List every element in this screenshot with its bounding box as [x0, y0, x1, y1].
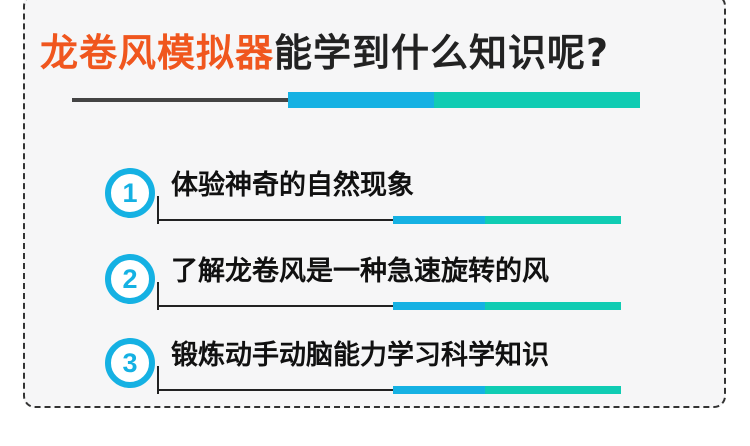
item-underline-teal — [485, 216, 621, 224]
item-divider — [157, 366, 159, 394]
item-underline-dark — [159, 389, 393, 391]
list-item-text-2: 了解龙卷风是一种急速旋转的风 — [171, 256, 549, 287]
item-underline-teal — [485, 386, 621, 394]
number-badge-3: 3 — [105, 338, 155, 388]
item-divider — [157, 196, 159, 224]
item-underline-blue — [393, 386, 485, 394]
list-item-text-3: 锻炼动手动脑能力学习科学知识 — [171, 340, 549, 371]
item-underline-dark — [159, 219, 393, 221]
item-divider — [157, 282, 159, 310]
item-underline-blue — [393, 302, 485, 310]
item-underline-dark — [159, 305, 393, 307]
number-badge-2: 2 — [105, 254, 155, 304]
list-item-text-1: 体验神奇的自然现象 — [171, 170, 414, 201]
item-underline-teal — [485, 302, 621, 310]
title-underline-blue — [288, 92, 434, 108]
number-badge-1: 1 — [105, 168, 155, 218]
title-rest: 能学到什么知识呢? — [274, 31, 610, 75]
title-accent: 龙卷风模拟器 — [40, 31, 275, 75]
title-underline-dark — [72, 98, 288, 102]
title-underline — [72, 92, 640, 108]
page-title: 龙卷风模拟器能学到什么知识呢? — [40, 31, 610, 75]
title-underline-teal — [434, 92, 640, 108]
item-underline-blue — [393, 216, 485, 224]
